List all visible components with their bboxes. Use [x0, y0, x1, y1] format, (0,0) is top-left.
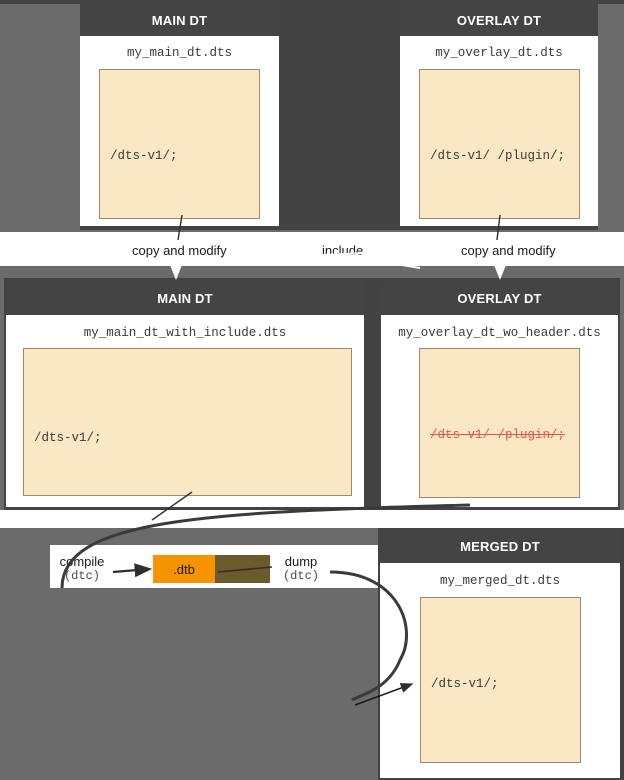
filename-main-dt-mid: my_main_dt_with_include.dts: [83, 326, 287, 340]
code-block-overlay-dt-mid: /dts-v1/ /plugin/; / { … };: [419, 348, 580, 498]
code-line: / {: [431, 757, 580, 762]
code-line-struck: /dts-v1/ /plugin/;: [430, 428, 566, 442]
panel-header-merged-dt: MERGED DT: [380, 529, 620, 563]
filename-overlay-dt-top: my_overlay_dt.dts: [435, 46, 563, 60]
compile-tool: (dtc): [63, 569, 100, 583]
dtb-shadow: [215, 555, 270, 583]
code-block-main-dt-top: /dts-v1/; / { … };: [99, 69, 260, 219]
code-line: /dts-v1/;: [34, 431, 102, 445]
code-line: /dts-v1/;: [110, 149, 178, 163]
panel-header-main-dt-top: MAIN DT: [80, 4, 279, 36]
code-line: /dts-v1/ /plugin/;: [430, 149, 566, 163]
panel-card-main-dt-top: my_main_dt.dts /dts-v1/; / { … };: [80, 36, 279, 226]
panel-card-overlay-dt-mid: my_overlay_dt_wo_header.dts /dts-v1/ /pl…: [381, 315, 618, 507]
panel-card-merged-dt: my_merged_dt.dts /dts-v1/; / { … … };: [380, 563, 620, 778]
panel-card-overlay-dt-top: my_overlay_dt.dts /dts-v1/ /plugin/; / {…: [400, 36, 598, 226]
top-right-gutter: [598, 4, 624, 230]
mid-lower-white: [0, 510, 624, 528]
code-line: /dts-v1/;: [431, 677, 499, 691]
dump-label: dump: [284, 554, 318, 569]
panel-header-label: OVERLAY DT: [457, 290, 542, 306]
panel-card-main-dt-mid: my_main_dt_with_include.dts /dts-v1/; / …: [6, 315, 364, 507]
top-left-gutter: [0, 4, 80, 230]
panel-header-label: OVERLAY DT: [456, 12, 542, 28]
top-dark-strip: [0, 0, 624, 4]
connector-label-include: include: [318, 243, 368, 258]
filename-overlay-dt-mid: my_overlay_dt_wo_header.dts: [398, 326, 601, 340]
panel-header-overlay-dt-top: OVERLAY DT: [400, 4, 598, 36]
panel-header-label: MERGED DT: [460, 538, 540, 554]
code-block-merged-dt: /dts-v1/; / { … … };: [420, 597, 581, 763]
filename-main-dt-top: my_main_dt.dts: [126, 46, 233, 60]
connector-label-copy-modify-right: copy and modify: [457, 243, 560, 258]
filename-merged-dt: my_merged_dt.dts: [439, 574, 561, 588]
dump-tool: (dtc): [282, 569, 319, 583]
panel-header-label: MAIN DT: [157, 290, 213, 306]
compile-label: compile: [59, 554, 105, 569]
code-block-main-dt-mid: /dts-v1/; / { … }; /include/ "my_overlay…: [23, 348, 352, 496]
panel-header-main-dt-mid: MAIN DT: [6, 281, 364, 315]
connector-label-copy-modify-left: copy and modify: [128, 243, 231, 258]
code-block-overlay-dt-top: /dts-v1/ /plugin/; / { … };: [419, 69, 580, 219]
dtb-artifact-badge[interactable]: .dtb: [153, 555, 215, 583]
dtb-label: .dtb: [173, 561, 195, 577]
dump-label-group: dump (dtc): [275, 554, 327, 584]
panel-header-label: MAIN DT: [151, 12, 208, 28]
compile-label-group: compile (dtc): [52, 554, 112, 584]
panel-header-overlay-dt-mid: OVERLAY DT: [381, 281, 618, 315]
